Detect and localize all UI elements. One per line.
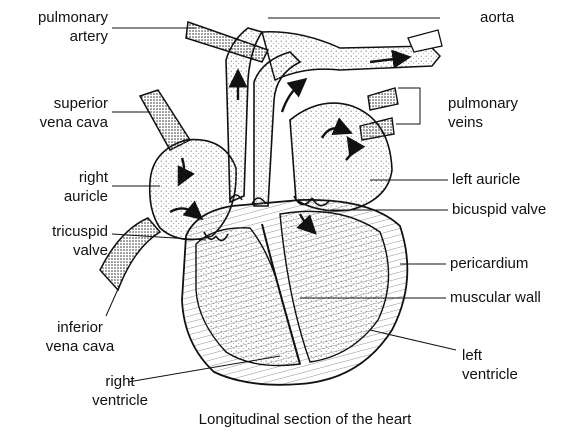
label-left-auricle: left auricle [452, 170, 520, 189]
inferior-vena-cava-vessel [100, 218, 160, 290]
diagram-caption: Longitudinal section of the heart [165, 410, 445, 429]
label-inferior-vena-cava: inferior vena cava [30, 318, 130, 356]
label-aorta: aorta [480, 8, 514, 27]
label-pulmonary-veins: pulmonary veins [448, 94, 518, 132]
label-pulmonary-artery: pulmonary artery [8, 8, 108, 46]
left-auricle-chamber [290, 103, 392, 211]
label-tricuspid-valve: tricuspid valve [8, 222, 108, 260]
label-right-ventricle: right ventricle [70, 372, 170, 410]
label-left-ventricle: left ventricle [462, 346, 518, 384]
label-muscular-wall: muscular wall [450, 288, 541, 307]
label-bicuspid-valve: bicuspid valve [452, 200, 546, 219]
label-superior-vena-cava: superior vena cava [8, 94, 108, 132]
label-pericardium: pericardium [450, 254, 528, 273]
label-right-auricle: right auricle [8, 168, 108, 206]
